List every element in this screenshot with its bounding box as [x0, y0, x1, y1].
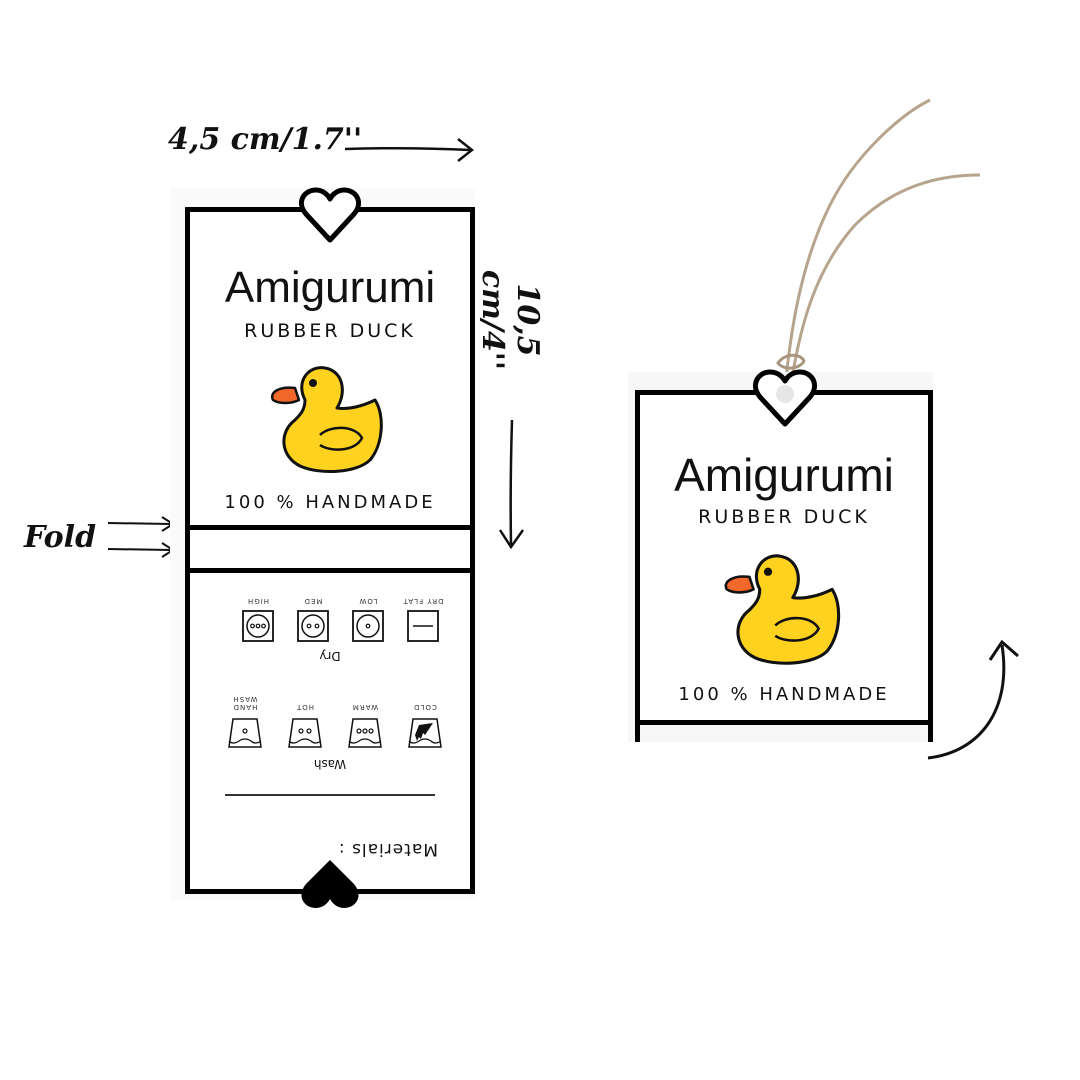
width-dimension-label: 4,5 cm/1.7''	[168, 122, 363, 157]
height-dimension-label: 10,5 cm/4''	[475, 269, 545, 371]
hang-tag-heart-hole-icon	[753, 369, 817, 427]
wash-hot-icon	[348, 718, 382, 748]
heart-filled-icon	[301, 860, 359, 908]
hang-tag-fold-edge-right	[928, 720, 933, 742]
dry-label-flat: DRY FLAT	[402, 597, 444, 605]
flat-tag-title: Amigurumi	[224, 263, 436, 312]
dry-title: Dry	[319, 649, 341, 663]
arrow-right-icon	[344, 138, 475, 162]
arrow-down-icon	[498, 419, 525, 550]
wash-label-warm: WARM	[351, 703, 379, 711]
wash-warm-icon	[288, 718, 322, 748]
dry-label-high: HIGH	[246, 597, 270, 605]
hang-tag-handmade: 100 % HANDMADE	[678, 684, 890, 705]
hang-tag-subtitle: RUBBER DUCK	[698, 506, 870, 528]
wash-label-cold: COLD	[413, 703, 437, 711]
flat-tag-subtitle: RUBBER DUCK	[244, 320, 416, 342]
care-instructions-panel: Materials : Wash COLD WARM HOT HAND WASH…	[190, 573, 470, 889]
care-divider	[225, 794, 435, 796]
flat-tag-fold-band	[185, 525, 475, 573]
dry-flat-icon	[407, 610, 439, 642]
curved-arrow-icon	[927, 639, 1019, 760]
dryer-medium-icon	[297, 610, 329, 642]
wash-label-hot: HOT	[295, 703, 315, 711]
heart-outline-icon	[299, 187, 361, 243]
wash-cold-icon	[228, 718, 262, 748]
dryer-high-icon	[242, 610, 274, 642]
fold-arrows-icon	[107, 516, 175, 558]
hand-wash-icon	[408, 718, 442, 748]
hang-tag-title: Amigurumi	[674, 449, 894, 501]
flat-tag-handmade: 100 % HANDMADE	[224, 492, 436, 513]
twine-string-icon	[776, 98, 981, 391]
dry-label-med: MED	[303, 597, 323, 605]
wash-label-hand: HAND WASH	[232, 695, 258, 711]
fold-label: Fold	[24, 520, 97, 555]
dry-label-low: LOW	[358, 597, 378, 605]
wash-title: Wash	[313, 757, 347, 771]
hang-tag-fold-edge	[635, 720, 640, 742]
dryer-low-icon	[352, 610, 384, 642]
rubber-duck-icon	[270, 366, 383, 473]
rubber-duck-icon	[724, 554, 841, 665]
